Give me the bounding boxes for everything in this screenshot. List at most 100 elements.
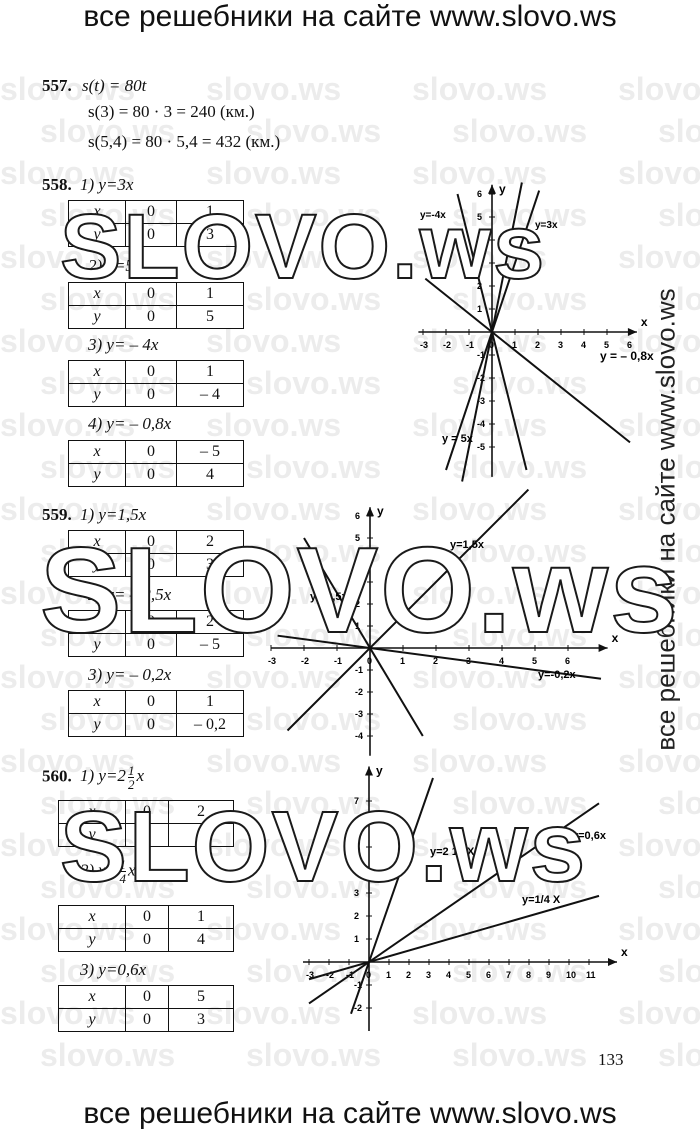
line-label: y=1/4 X (522, 894, 561, 906)
table-cell: x (68, 690, 126, 714)
problem-558: 558. 1) y=3x (42, 175, 133, 195)
x-tick-label: 1 (400, 656, 405, 666)
y-tick-label: 3 (355, 577, 360, 587)
part-label: 1) y=1,5x (80, 505, 147, 524)
x-tick-label: -2 (443, 340, 451, 350)
table-cell: 0 (125, 905, 169, 929)
x-tick-label: -1 (466, 340, 474, 350)
table-cell: x (58, 985, 126, 1009)
watermark-text: slovo.ws (618, 827, 700, 863)
table-cell: 0 (125, 383, 177, 407)
y-tick-label: -3 (355, 709, 363, 719)
y-tick-label: -4 (477, 419, 485, 429)
table-cell: 0 (125, 463, 177, 487)
x-tick-label: 8 (526, 970, 531, 980)
x-tick-label: 2 (406, 970, 411, 980)
problem-number: 558. (42, 175, 72, 194)
x-tick-label: 6 (486, 970, 491, 980)
table-cell: y (68, 305, 126, 329)
table-cell: 2 (176, 610, 244, 634)
watermark-text: slovo.ws (246, 449, 381, 485)
table-cell: 0 (125, 928, 169, 952)
table-cell: x (58, 800, 126, 824)
y-tick-label: 2 (355, 599, 360, 609)
x-tick-label: 5 (604, 340, 609, 350)
y-tick-label: 2 (354, 911, 359, 921)
site-banner-side: все решебники на сайте www.slovo.ws (650, 288, 681, 751)
table-cell: 0 (125, 823, 169, 847)
y-tick-label: -4 (355, 731, 363, 741)
x-tick-label: 4 (581, 340, 586, 350)
x-axis-label: x (621, 945, 628, 959)
x-tick-label: -3 (268, 656, 276, 666)
y-axis-label: y (377, 504, 384, 518)
y-tick-label: -1 (355, 665, 363, 675)
table-cell: 5 (168, 985, 234, 1009)
x-tick-label: 0 (367, 656, 372, 666)
line-label: y=-4x (420, 210, 446, 221)
watermark-text: slovo.ws (658, 869, 700, 905)
table-cell: y (68, 383, 126, 407)
table-cell: 5 (176, 305, 244, 329)
y-tick-label: 6 (354, 819, 359, 829)
part-label: 4) y= – 0,8x (88, 414, 172, 433)
graph-line (303, 537, 424, 737)
table-cell: 2 (176, 530, 244, 554)
x-axis-label: x (612, 631, 619, 645)
x-tick-label: 2 (433, 656, 438, 666)
table-cell: x (68, 200, 126, 224)
table-cell: 0 (125, 633, 177, 657)
table-cell: – 5 (176, 440, 244, 464)
y-tick-label: 5 (355, 533, 360, 543)
y-tick-label: 4 (477, 235, 482, 245)
table-cell: y (68, 553, 126, 577)
table-cell: 1 (168, 905, 234, 929)
table-cell: 0 (125, 223, 177, 247)
table-cell: 0 (125, 282, 177, 306)
y-tick-label: 4 (355, 555, 360, 565)
line-label: y=3x (535, 220, 558, 231)
part-label: 1) y=3x (80, 175, 134, 194)
fraction-denominator: 2 (127, 777, 135, 792)
y-tick-label: 5 (354, 842, 359, 852)
x-axis-arrow (598, 644, 608, 652)
table-cell: x (68, 530, 126, 554)
line-label: y=0,6x (572, 830, 607, 842)
problem-557: 557. s(t) = 80t (42, 76, 146, 96)
table-cell: x (68, 610, 126, 634)
table-cell: – 0,2 (176, 713, 244, 737)
line-label: y = – 0,8x (600, 349, 654, 363)
graph-line (424, 277, 631, 444)
x-tick-label: 7 (506, 970, 511, 980)
table-cell: 3 (176, 223, 244, 247)
page-number: 133 (598, 1050, 624, 1069)
formula-line: s(t) = 80t (82, 76, 147, 95)
table-cell: – 4 (176, 383, 244, 407)
watermark-text: slovo.ws (618, 911, 700, 947)
x-tick-label: -2 (326, 970, 334, 980)
part-label: 3) y= – 4x (88, 335, 159, 354)
x-tick-label: 4 (499, 656, 504, 666)
table-cell: x (68, 360, 126, 384)
table-cell: 0 (125, 690, 177, 714)
table-cell: 0 (125, 713, 177, 737)
line-label: y = 5x (442, 433, 474, 445)
x-tick-label: 4 (446, 970, 451, 980)
table-cell: 4 (168, 928, 234, 952)
x-tick-label: -1 (334, 656, 342, 666)
y-tick-label: -2 (355, 687, 363, 697)
x-axis-arrow (608, 958, 617, 966)
watermark-text: slovo.ws (618, 995, 700, 1031)
fraction-numerator: 1 (127, 763, 135, 778)
table-cell: 4 (176, 463, 244, 487)
table-cell: 5 (168, 823, 234, 847)
x-tick-label: 1 (512, 340, 517, 350)
